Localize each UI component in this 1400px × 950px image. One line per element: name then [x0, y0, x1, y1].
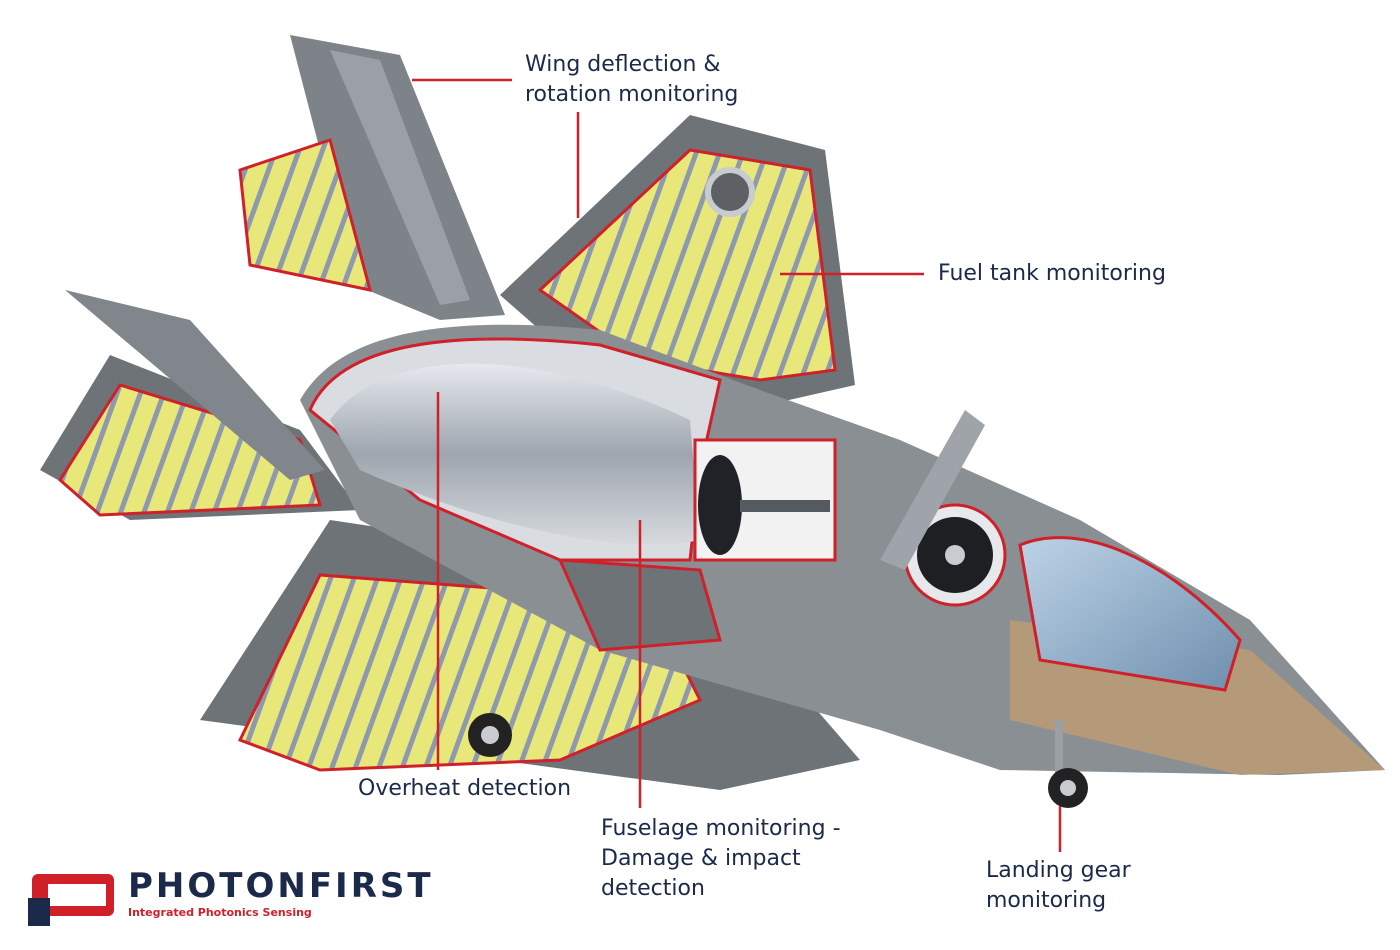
- brand-tagline: Integrated Photonics Sensing: [128, 906, 312, 919]
- fuselage-label: Fuselage monitoring - Damage & impact de…: [601, 814, 841, 904]
- fuselage-label-line-3: detection: [601, 876, 705, 901]
- fuel-label-text: Fuel tank monitoring: [938, 261, 1166, 286]
- wing-label-line-1: Wing deflection &: [525, 52, 721, 77]
- vertical-tail: [238, 35, 505, 320]
- fuel-tank-label: Fuel tank monitoring: [938, 259, 1166, 289]
- brand-name: PHOTONFIRST: [128, 866, 434, 906]
- wing-monitoring-label: Wing deflection & rotation monitoring: [525, 50, 738, 110]
- fuselage-label-line-1: Fuselage monitoring -: [601, 816, 841, 841]
- photonfirst-logo: PHOTONFIRST Integrated Photonics Sensing: [28, 866, 458, 936]
- leader-lines: [412, 78, 1062, 852]
- landing-gear-label: Landing gear monitoring: [986, 856, 1131, 916]
- roundel-icon: [705, 167, 755, 217]
- landing-gear: [468, 713, 1088, 808]
- fuselage-label-line-2: Damage & impact: [601, 846, 801, 871]
- gear-label-line-1: Landing gear: [986, 858, 1131, 883]
- fuselage: [300, 324, 1385, 775]
- gear-label-line-2: monitoring: [986, 888, 1107, 913]
- photonfirst-logo-icon: [28, 874, 114, 926]
- horizontal-stabilizer: [40, 290, 360, 520]
- overheat-label: Overheat detection: [358, 774, 571, 804]
- wing-label-line-2: rotation monitoring: [525, 82, 739, 107]
- overheat-label-text: Overheat detection: [358, 776, 572, 801]
